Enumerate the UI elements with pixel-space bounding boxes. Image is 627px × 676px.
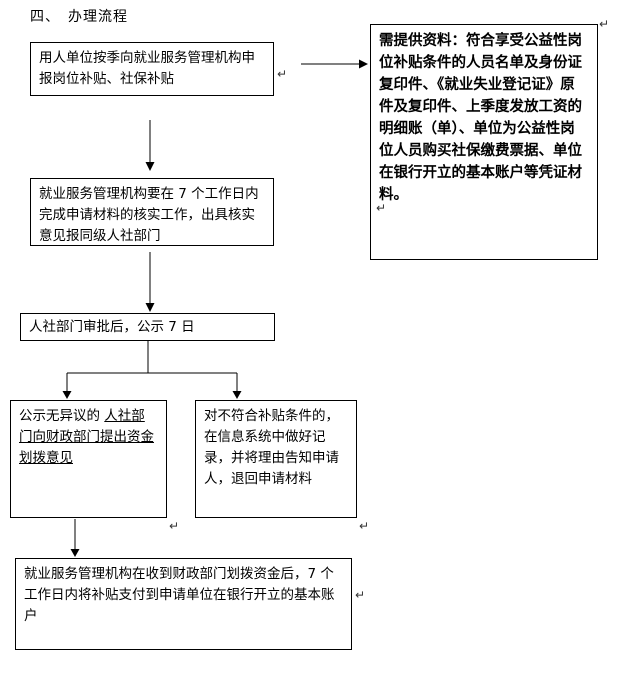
arrow-verify-to-publicity [145, 252, 155, 312]
materials-body: 符合享受公益性岗位补贴条件的人员名单及身份证复印件、《就业失业登记证》原件及复印… [379, 33, 582, 203]
pilcrow-mark: ↵ [599, 17, 610, 31]
flow-box-publicity-text: 人社部门审批后，公示 7 日 [29, 319, 195, 335]
branch-publicity-split [62, 341, 242, 399]
flow-box-verify-text: 就业服务管理机构要在 7 个工作日内完成申请材料的核实工作，出具核实意见报同级人… [39, 186, 259, 244]
flow-box-apply: 用人单位按季向就业服务管理机构申报岗位补贴、社保补贴 [30, 42, 274, 96]
arrow-apply-to-materials [301, 59, 368, 69]
arrow-apply-to-verify [145, 120, 155, 171]
flow-box-payment-text: 就业服务管理机构在收到财政部门划拨资金后，7 个工作日内将补贴支付到申请单位在银… [24, 566, 335, 624]
flow-box-approved: 公示无异议的 人社部门向财政部门提出资金划拨意见 [10, 400, 167, 518]
flow-box-rejected-text: 对不符合补贴条件的，在信息系统中做好记录，并将理由告知申请人，退回申请材料 [204, 408, 339, 487]
materials-label: 需提供资料： [379, 33, 466, 49]
pilcrow-mark: ↵ [277, 67, 288, 81]
flow-box-payment: 就业服务管理机构在收到财政部门划拨资金后，7 个工作日内将补贴支付到申请单位在银… [15, 558, 352, 650]
arrow-approved-to-payment [70, 519, 80, 557]
flow-box-publicity: 人社部门审批后，公示 7 日 [20, 313, 275, 341]
pilcrow-mark: ↵ [355, 588, 366, 602]
flow-box-materials: 需提供资料：符合享受公益性岗位补贴条件的人员名单及身份证复印件、《就业失业登记证… [370, 24, 598, 260]
pilcrow-mark: ↵ [169, 519, 180, 533]
flow-box-rejected: 对不符合补贴条件的，在信息系统中做好记录，并将理由告知申请人，退回申请材料 [195, 400, 357, 518]
section-heading: 四、 办理流程 [30, 9, 128, 25]
flow-box-verify: 就业服务管理机构要在 7 个工作日内完成申请材料的核实工作，出具核实意见报同级人… [30, 178, 274, 246]
approved-prefix: 公示无异议的 [19, 408, 105, 424]
pilcrow-mark: ↵ [376, 201, 387, 215]
pilcrow-mark: ↵ [359, 519, 370, 533]
approved-underlined-text: 人社部门向财政部门提出资金划拨意见 [19, 408, 154, 466]
flow-box-apply-text: 用人单位按季向就业服务管理机构申报岗位补贴、社保补贴 [39, 50, 255, 87]
